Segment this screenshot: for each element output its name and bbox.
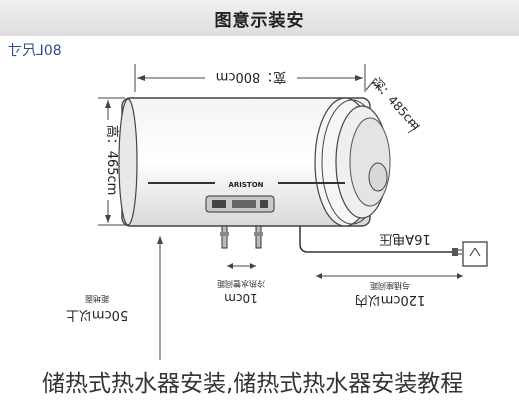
power-label: 16A电压 — [379, 231, 430, 246]
ground-distance-caption: 距地面 — [85, 294, 109, 304]
pipe-spacing-caption: 冷热水管间距 — [217, 279, 265, 289]
height-dimension: 高：465cm — [98, 97, 125, 226]
page-caption: 储热式热水器安装,储热式热水器安装教程 — [42, 371, 464, 397]
header-banner: 图意示装安 — [0, 0, 519, 36]
brand-logo: ARISTON — [228, 181, 263, 189]
socket-distance-value: 120cm以内 — [355, 292, 426, 308]
height-label: 高：465cm — [104, 125, 120, 196]
pipe-spacing-dimension: 冷热水管间距 10cm — [217, 263, 265, 305]
width-label: 宽：800cm — [216, 69, 287, 85]
water-pipes — [220, 225, 263, 249]
page-title: 图意示装安 — [214, 10, 305, 31]
width-dimension: 宽：800cm — [134, 64, 366, 92]
pipe-spacing-value: 10cm — [224, 291, 258, 305]
power-socket — [462, 241, 488, 267]
socket-distance-caption: 与插座间距 — [370, 281, 410, 291]
power-cord: 16A电压 — [299, 226, 462, 256]
ground-distance-dimension: 距地面 50cm以上 — [66, 236, 163, 360]
ground-distance-value: 50cm以上 — [66, 307, 128, 322]
socket-distance-dimension: 与插座间距 120cm以内 — [316, 273, 463, 308]
water-heater-body: ARISTON — [118, 97, 391, 227]
